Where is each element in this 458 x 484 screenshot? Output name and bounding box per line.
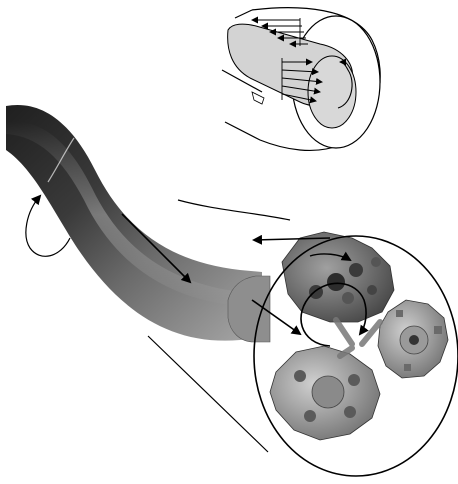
inset-cylinder-top-edge bbox=[235, 10, 252, 18]
gear-right bbox=[378, 300, 448, 378]
inset-flow-profile bbox=[222, 8, 380, 151]
gear-lower bbox=[270, 346, 380, 440]
cilium-shaft bbox=[6, 105, 270, 342]
magnified-cross-section bbox=[252, 232, 458, 476]
inset-lower-wedge bbox=[252, 92, 264, 104]
inset-core-end bbox=[308, 56, 356, 128]
gear-upper bbox=[282, 232, 394, 322]
central-spokes bbox=[336, 320, 380, 356]
connector-line-upper bbox=[178, 200, 290, 220]
connector-line-lower bbox=[148, 336, 268, 452]
